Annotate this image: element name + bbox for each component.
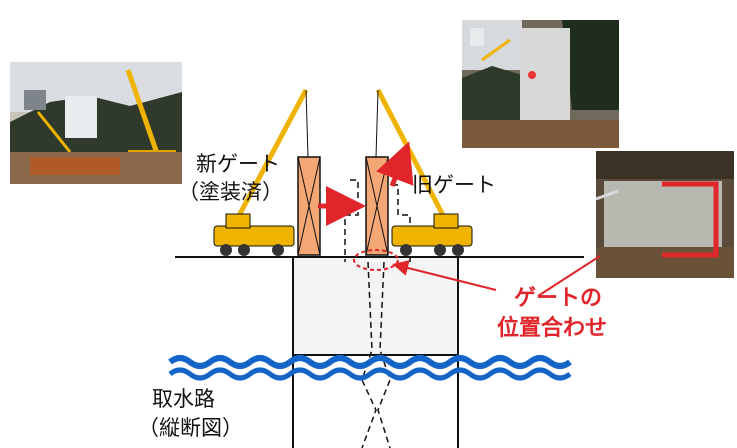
- new-gate-note: （塗装済）: [178, 180, 283, 204]
- alignment-highlight: [353, 249, 399, 271]
- new-gate-label: 新ゲート: [196, 152, 280, 176]
- old-gate-label: 旧ゲート: [412, 173, 496, 197]
- pointer-to-photo: [537, 255, 601, 297]
- remove-old-gate-arrow: [376, 141, 414, 187]
- channel-label-line1: 取水路: [152, 387, 215, 411]
- alignment-label-line1: ゲートの: [514, 286, 603, 311]
- pointer-to-highlight: [392, 260, 497, 291]
- new-gate: [297, 156, 321, 256]
- water-wave-1: [168, 355, 572, 369]
- photo-crane-lift: [10, 62, 182, 184]
- old-gate: [365, 156, 389, 256]
- alignment-label-line2: 位置合わせ: [497, 316, 608, 341]
- photo-old-gate: [462, 20, 619, 148]
- channel-label-line2: （縦断図）: [138, 416, 243, 440]
- photo-gate-closeup: [596, 151, 734, 278]
- left-crane: [213, 88, 309, 256]
- water-wave-2: [168, 367, 572, 381]
